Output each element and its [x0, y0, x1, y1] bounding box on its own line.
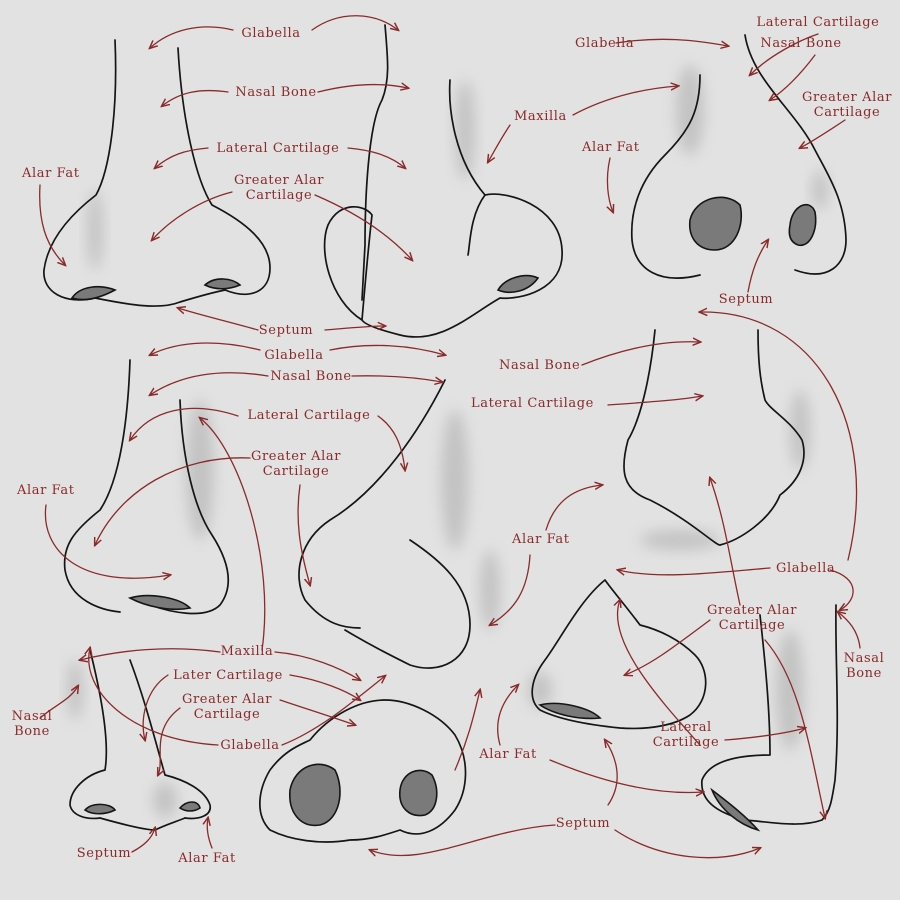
label-maxilla-2: Maxilla: [220, 644, 274, 659]
label-alar-fat-4: Alar Fat: [512, 532, 570, 547]
label-septum-1: Septum: [258, 323, 314, 338]
label-alar-fat-3: Alar Fat: [582, 140, 640, 155]
label-glabella-5: Glabella: [220, 738, 280, 753]
label-glabella-1: Glabella: [241, 26, 301, 41]
label-alar-fat-5: Alar Fat: [178, 851, 236, 866]
label-glabella-2: Glabella: [264, 348, 324, 363]
label-nasal-bone-4: Nasal Bone: [499, 358, 581, 373]
label-later-cartilage: Later Cartilage: [173, 668, 283, 683]
label-lateral-cartilage-4: Lateral Cartilage: [471, 396, 594, 411]
label-maxilla-1: Maxilla: [514, 109, 567, 124]
label-alar-fat-2: Alar Fat: [17, 483, 75, 498]
label-septum-4: Septum: [555, 816, 611, 831]
label-nasal-bone-1: Nasal Bone: [235, 85, 317, 100]
soft-shading: [67, 65, 828, 818]
label-glabella-3: Glabella: [575, 36, 635, 51]
label-nasal-bone-3: Nasal Bone: [760, 36, 842, 51]
label-lateral-cartilage-1: Lateral Cartilage: [216, 141, 340, 156]
label-septum-3: Septum: [76, 846, 132, 861]
label-nasal-bone-2: Nasal Bone: [270, 369, 352, 384]
label-lateral-cartilage-3: Lateral Cartilage: [756, 15, 880, 30]
label-alar-fat-1: Alar Fat: [22, 166, 80, 181]
label-lateral-cartilage-2: Lateral Cartilage: [247, 408, 371, 423]
nose-line-art: [43, 24, 847, 843]
label-glabella-4: Glabella: [776, 561, 836, 576]
annotation-arrows: [39, 15, 861, 859]
label-alar-fat-6: Alar Fat: [479, 747, 537, 762]
label-septum-2: Septum: [718, 292, 774, 307]
